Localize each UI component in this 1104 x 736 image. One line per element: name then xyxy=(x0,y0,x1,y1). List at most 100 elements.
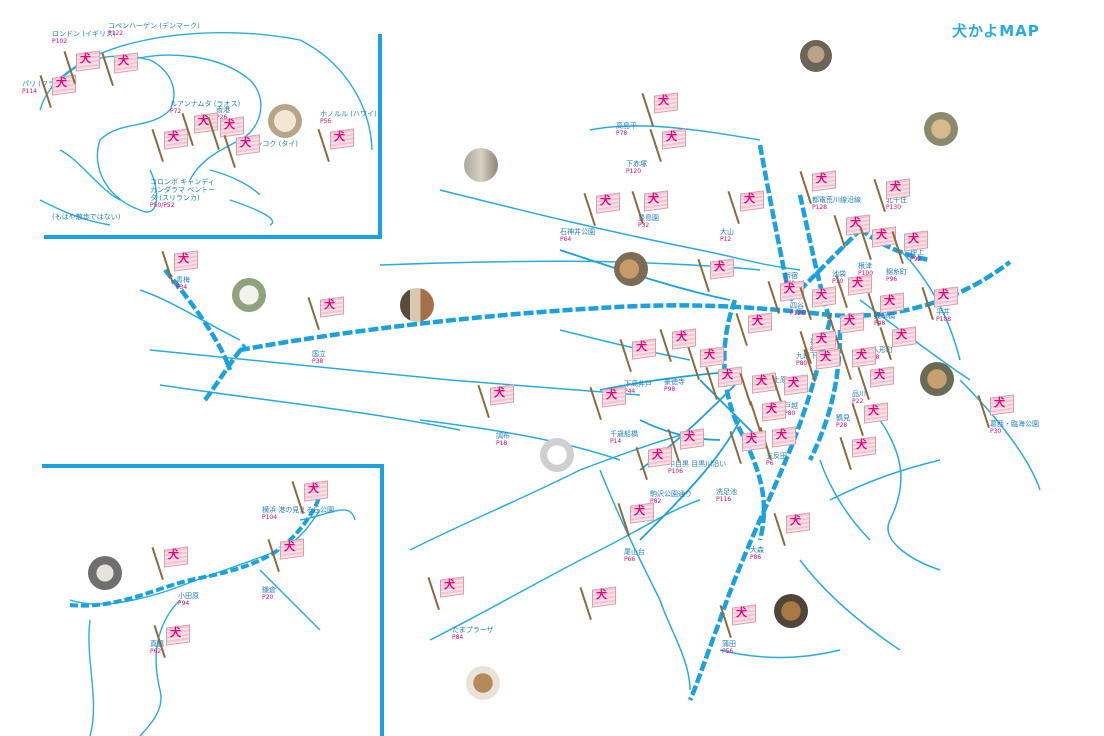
place-copenhagen[interactable]: コペンハーゲン (デンマーク) P122 xyxy=(108,22,200,37)
place-label: 尾山台 xyxy=(624,548,645,556)
flag-glyph: 犬 xyxy=(198,114,209,127)
flag-glyph: 犬 xyxy=(816,332,827,345)
page-number: P78 xyxy=(616,130,628,137)
flag-glyph: 犬 xyxy=(658,94,669,107)
flag-glyph: 犬 xyxy=(744,192,755,205)
place-label: 駒沢公園通り xyxy=(650,490,692,498)
flag-marker: 犬 xyxy=(977,394,1016,430)
flag-marker: 犬 xyxy=(729,430,768,466)
dog-photo xyxy=(924,112,958,146)
flag-marker: 犬 xyxy=(873,178,912,214)
place-london[interactable]: ロンドン (イギリス) P102 xyxy=(52,30,116,45)
page-number: P22 xyxy=(852,398,864,405)
page-number: P18 xyxy=(496,440,508,447)
flag-glyph: 犬 xyxy=(444,578,455,591)
flag-marker: 犬 xyxy=(617,502,656,538)
place-yokohama[interactable]: 横浜 港の見える丘公園 P104 xyxy=(262,506,334,521)
page-number: P94 xyxy=(178,600,190,607)
flag-marker: 犬 xyxy=(921,286,960,322)
page-number: P106 xyxy=(668,468,684,475)
page-number: P62 xyxy=(150,648,162,655)
place-luang-namtha[interactable]: ルアンナムタ (ラオス) P72 xyxy=(170,100,240,115)
place-sri-lanka[interactable]: コロンボ キャンディ カンダラマ ベントータ (スリランカ) P50/P52 xyxy=(150,178,220,209)
place-hong-kong[interactable]: 香港 P26 xyxy=(216,106,230,121)
dog-photo xyxy=(466,666,500,700)
dog-photo xyxy=(614,252,648,286)
page-number: P128 xyxy=(812,204,828,211)
page-number: P56 xyxy=(722,648,734,655)
flag-marker: 犬 xyxy=(851,402,890,438)
flag-marker: 犬 xyxy=(867,292,906,328)
place-manazuru[interactable]: 真鶴 P62 xyxy=(150,640,164,655)
flag-glyph: 犬 xyxy=(494,386,505,399)
flag-glyph: 犬 xyxy=(168,130,179,143)
flag-glyph: 犬 xyxy=(776,428,787,441)
place-label: 押上 xyxy=(910,248,924,256)
place-label: コペンハーゲン (デンマーク) xyxy=(108,22,200,30)
page-number: P14 xyxy=(610,438,622,445)
flag-marker: 犬 xyxy=(705,366,744,402)
flag-marker: 犬 xyxy=(427,576,466,612)
place-paris[interactable]: パリ (フランス) P114 xyxy=(22,80,72,95)
place-label: 高島平 xyxy=(616,122,637,130)
page-number: P38 xyxy=(312,358,324,365)
page-number: P6 xyxy=(766,460,774,467)
flag-marker: 犬 xyxy=(307,296,346,332)
place-label: ルアンナムタ (ラオス) xyxy=(170,100,241,108)
place-bangkok[interactable]: バンコク (タイ) xyxy=(248,140,298,148)
flag-glyph: 犬 xyxy=(856,348,867,361)
place-label: ホノルル (ハワイ) xyxy=(320,110,377,118)
dog-photo xyxy=(268,104,302,138)
flag-glyph: 犬 xyxy=(852,276,863,289)
flag-glyph: 犬 xyxy=(714,260,725,273)
flag-marker: 犬 xyxy=(803,348,842,384)
place-label: 北千住 xyxy=(886,196,907,204)
place-kamakura[interactable]: 鎌倉 P20 xyxy=(262,586,276,601)
flag-glyph: 犬 xyxy=(240,136,251,149)
place-label: 下高井戸 xyxy=(624,380,652,388)
place-odawara[interactable]: 小田原 P94 xyxy=(178,592,199,607)
flag-glyph: 犬 xyxy=(168,548,179,561)
tokyo-rivers xyxy=(139,125,971,691)
flag-marker: 犬 xyxy=(477,384,516,420)
page-number: P96 xyxy=(886,276,898,283)
world-inset-note: (もはや散歩ではない) xyxy=(52,213,121,221)
dog-photo xyxy=(464,148,498,182)
flag-glyph: 犬 xyxy=(334,130,345,143)
flag-marker: 犬 xyxy=(799,330,838,366)
page-number: P108 xyxy=(936,316,952,323)
flag-marker: 犬 xyxy=(649,128,688,164)
place-honolulu[interactable]: ホノルル (ハワイ) P56 xyxy=(320,110,377,125)
